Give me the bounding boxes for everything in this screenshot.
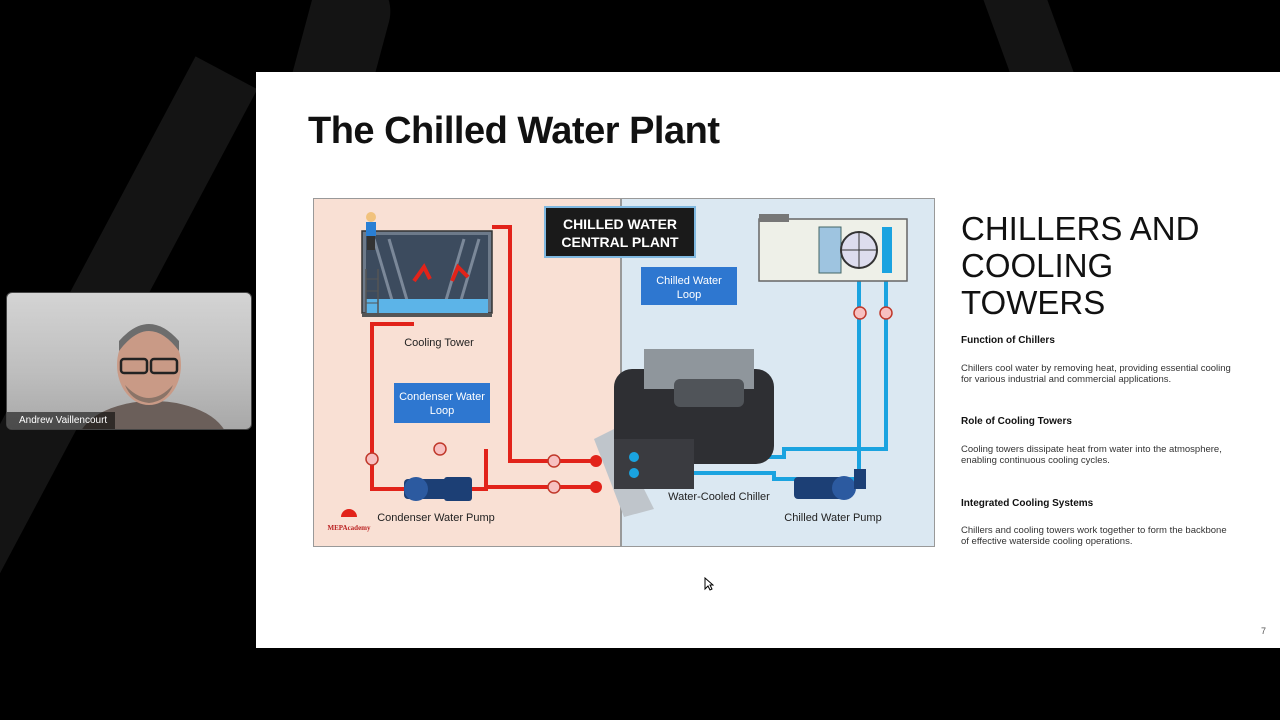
chilled-pump-icon bbox=[794, 469, 866, 500]
section-title-function: Function of Chillers bbox=[961, 335, 1055, 346]
mepacademy-logo-icon: MEPAcademy bbox=[327, 509, 371, 532]
diagram-header-line1: CHILLED WATER bbox=[563, 216, 677, 232]
cooling-tower-icon bbox=[361, 212, 493, 317]
mouse-cursor-icon bbox=[704, 577, 714, 591]
chilled-loop-line2: Loop bbox=[677, 289, 701, 301]
condenser-loop-line1: Condenser Water bbox=[399, 391, 485, 403]
chilled-water-plant-diagram: CHILLED WATER CENTRAL PLANT Chilled Wate… bbox=[313, 198, 935, 547]
diagram-header-line2: CENTRAL PLANT bbox=[561, 234, 679, 250]
presentation-slide: The Chilled Water Plant bbox=[256, 72, 1280, 648]
section-body-role: Cooling towers dissipate heat from water… bbox=[961, 444, 1222, 466]
section-body-integrated: Chillers and cooling towers work togethe… bbox=[961, 525, 1227, 547]
air-handler-icon bbox=[758, 214, 908, 282]
water-cooled-chiller-icon bbox=[590, 349, 774, 517]
slide-title: The Chilled Water Plant bbox=[308, 110, 720, 152]
webcam-video-tile[interactable]: Andrew Vaillencourt bbox=[6, 292, 252, 430]
condenser-loop-line2: Loop bbox=[430, 405, 454, 417]
cooling-tower-label: Cooling Tower bbox=[404, 337, 474, 349]
side-heading: CHILLERS AND COOLING TOWERS bbox=[961, 210, 1200, 321]
condenser-pump-icon bbox=[404, 477, 472, 501]
chiller-label: Water-Cooled Chiller bbox=[668, 491, 770, 503]
participant-name-label: Andrew Vaillencourt bbox=[7, 412, 116, 429]
chilled-loop-line1: Chilled Water bbox=[656, 275, 722, 287]
participant-video bbox=[82, 324, 224, 429]
section-title-integrated: Integrated Cooling Systems bbox=[961, 498, 1094, 509]
logo-text: MEPAcademy bbox=[327, 524, 371, 532]
condenser-pump-label: Condenser Water Pump bbox=[377, 512, 495, 524]
chilled-pump-label: Chilled Water Pump bbox=[784, 512, 881, 524]
section-title-role: Role of Cooling Towers bbox=[961, 416, 1072, 427]
slide-page-number: 7 bbox=[1260, 626, 1266, 636]
section-body-function: Chillers cool water by removing heat, pr… bbox=[961, 363, 1231, 385]
